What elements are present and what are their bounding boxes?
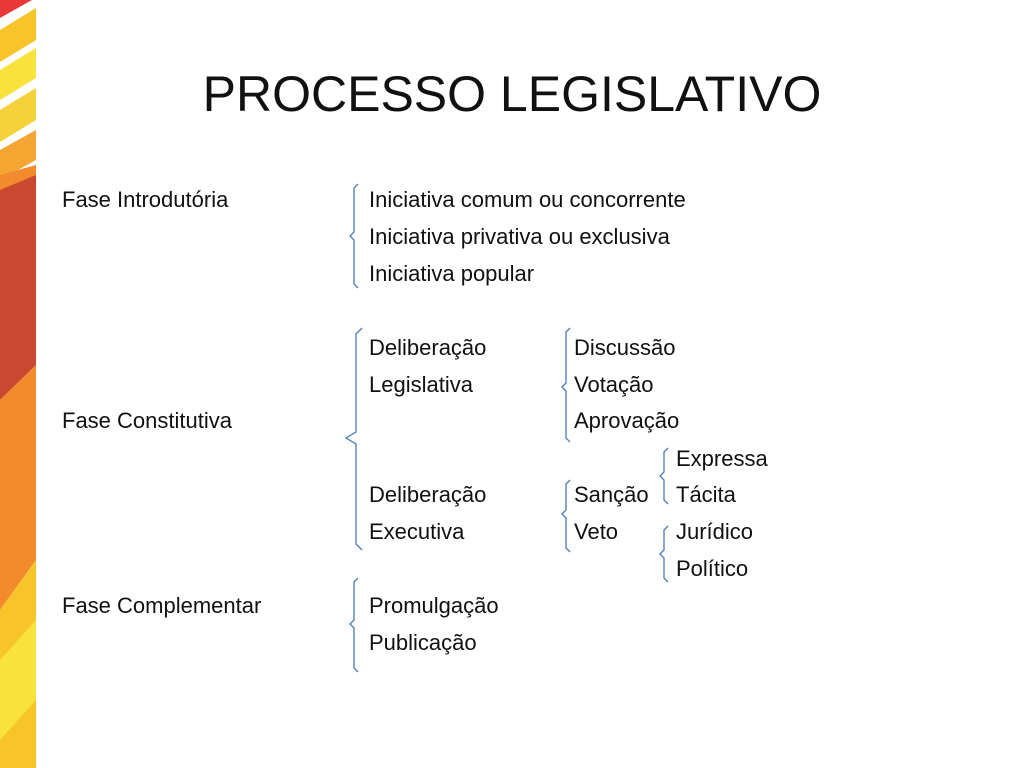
sancao-label: Sanção <box>574 482 649 507</box>
decorative-stripes <box>0 0 36 768</box>
veto-label: Veto <box>574 519 619 544</box>
bracket-sancao <box>659 447 669 505</box>
veto-item: Jurídico <box>676 519 754 544</box>
sancao-item: Expressa <box>676 446 768 471</box>
legislativa-item: Discussão <box>574 335 676 360</box>
deliberacao-legislativa-line2: Legislativa <box>369 372 473 397</box>
deliberacao-legislativa-line1: Deliberação <box>369 335 487 360</box>
deliberacao-executiva-line1: Deliberação <box>369 482 487 507</box>
iniciativa-item: Iniciativa comum ou concorrente <box>369 187 686 212</box>
fase-constitutiva-label: Fase Constitutiva <box>62 408 232 433</box>
fase-introdutoria-label: Fase Introdutória <box>62 187 229 212</box>
bracket-veto <box>659 525 669 583</box>
iniciativa-item: Iniciativa popular <box>369 261 535 286</box>
bracket-legislativa <box>561 327 571 443</box>
iniciativa-item: Iniciativa privativa ou exclusiva <box>369 224 670 249</box>
legislativa-item: Votação <box>574 372 654 397</box>
slide-title: PROCESSO LEGISLATIVO <box>202 66 822 122</box>
bracket-complementar <box>349 577 359 673</box>
deliberacao-executiva-line2: Executiva <box>369 519 465 544</box>
bracket-constitutiva <box>344 327 363 551</box>
complementar-item: Publicação <box>369 630 477 655</box>
sancao-item: Tácita <box>676 482 736 507</box>
bracket-introdutoria <box>349 183 359 289</box>
complementar-item: Promulgação <box>369 593 499 618</box>
legislativa-item: Aprovação <box>574 408 680 433</box>
bracket-executiva <box>561 479 571 553</box>
fase-complementar-label: Fase Complementar <box>62 593 262 618</box>
veto-item: Político <box>676 556 749 581</box>
